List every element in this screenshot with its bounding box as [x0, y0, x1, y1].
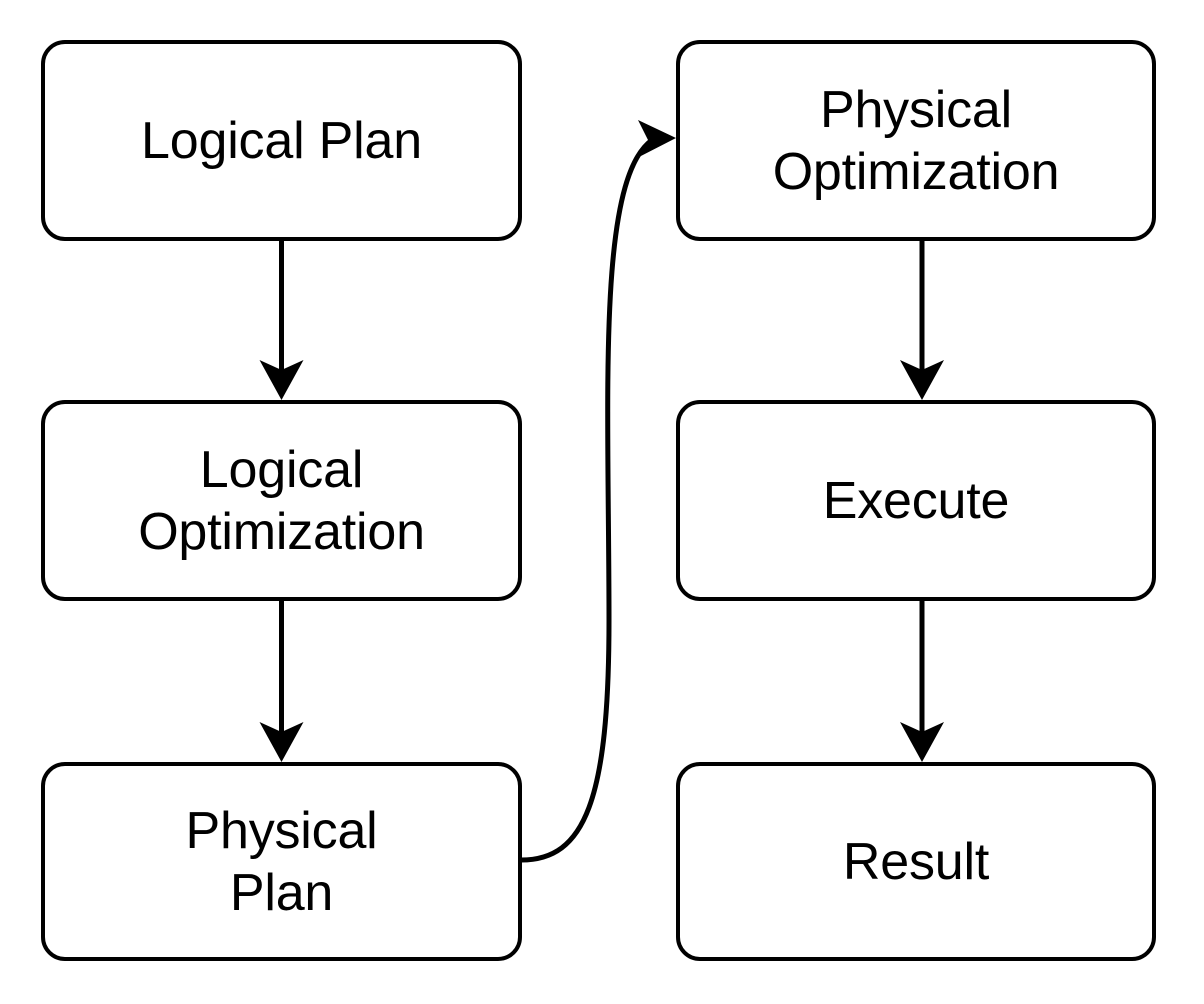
edge-logical-optimization-to-physical-plan: [259, 601, 304, 762]
node-logical-optimization[interactable]: Logical Optimization: [41, 400, 522, 601]
arrowhead-down-icon: [259, 722, 304, 762]
arrowhead-down-icon: [900, 360, 944, 400]
node-label: Physical Optimization: [772, 80, 1060, 201]
edge-physical-plan-to-physical-optimization: [518, 120, 676, 863]
arrowhead-down-icon: [259, 360, 304, 400]
node-result[interactable]: Result: [676, 762, 1156, 961]
arrowhead-down-icon: [900, 722, 944, 762]
node-label: Execute: [822, 471, 1010, 530]
node-logical-plan[interactable]: Logical Plan: [41, 40, 522, 241]
edge-execute-to-result: [900, 601, 944, 762]
node-label: Logical Optimization: [138, 440, 425, 561]
node-label: Physical Plan: [185, 801, 378, 922]
edge-logical-plan-to-logical-optimization: [259, 241, 304, 400]
edge-curve: [518, 137, 655, 863]
edge-physical-optimization-to-execute: [900, 241, 944, 400]
node-label: Logical Plan: [141, 111, 422, 170]
arrowhead-right-icon: [637, 120, 676, 158]
node-physical-optimization[interactable]: Physical Optimization: [676, 40, 1156, 241]
node-physical-plan[interactable]: Physical Plan: [41, 762, 522, 961]
node-label: Result: [842, 832, 990, 891]
node-execute[interactable]: Execute: [676, 400, 1156, 601]
